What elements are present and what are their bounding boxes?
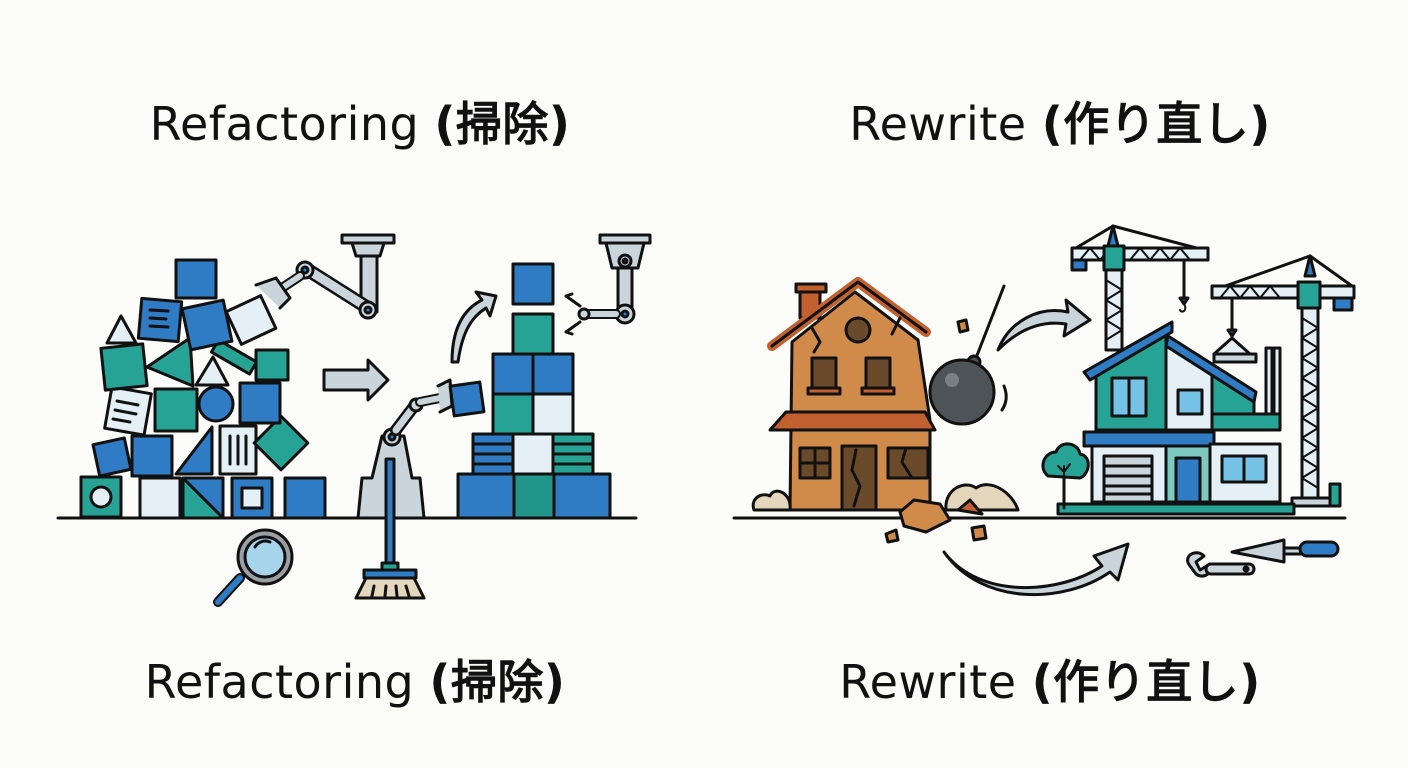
wrecking-ball-icon bbox=[928, 284, 1008, 426]
crane-icon bbox=[1070, 224, 1356, 508]
panel-title-rewrite: Rewrite (作り直し) bbox=[800, 88, 1320, 154]
panel-caption-rewrite: Rewrite (作り直し) bbox=[790, 646, 1310, 712]
curved-arrow-icon bbox=[450, 290, 498, 364]
tree-icon bbox=[1041, 442, 1090, 510]
title-jp: (掃除) bbox=[434, 97, 571, 151]
caption-jp: (掃除) bbox=[429, 655, 566, 709]
new-house-icon bbox=[1056, 320, 1296, 516]
robot-arm-icon bbox=[254, 233, 396, 320]
title-en: Rewrite bbox=[849, 97, 1027, 151]
messy-block-pile-icon bbox=[79, 258, 327, 520]
right-arrow-icon bbox=[322, 358, 390, 402]
old-house-icon bbox=[751, 277, 1020, 544]
magnifying-glass-icon bbox=[213, 528, 294, 607]
caption-jp: (作り直し) bbox=[1031, 655, 1261, 709]
robot-arm-broom-base bbox=[356, 378, 486, 520]
tidy-block-tower-icon bbox=[456, 262, 612, 520]
caption-en: Refactoring bbox=[144, 655, 415, 709]
wrench-icon bbox=[1186, 551, 1256, 578]
title-en: Refactoring bbox=[149, 97, 420, 151]
curved-arrow-icon-top bbox=[996, 298, 1092, 352]
caption-en: Rewrite bbox=[839, 655, 1017, 709]
panel-caption-refactoring: Refactoring (掃除) bbox=[95, 646, 615, 712]
robot-arm-icon-2 bbox=[564, 233, 652, 336]
title-jp: (作り直し) bbox=[1041, 97, 1271, 151]
broom-icon bbox=[354, 457, 426, 600]
curved-arrow-icon-bottom bbox=[942, 542, 1130, 597]
trowel-icon bbox=[1230, 538, 1340, 564]
panel-title-refactoring: Refactoring (掃除) bbox=[100, 88, 620, 154]
